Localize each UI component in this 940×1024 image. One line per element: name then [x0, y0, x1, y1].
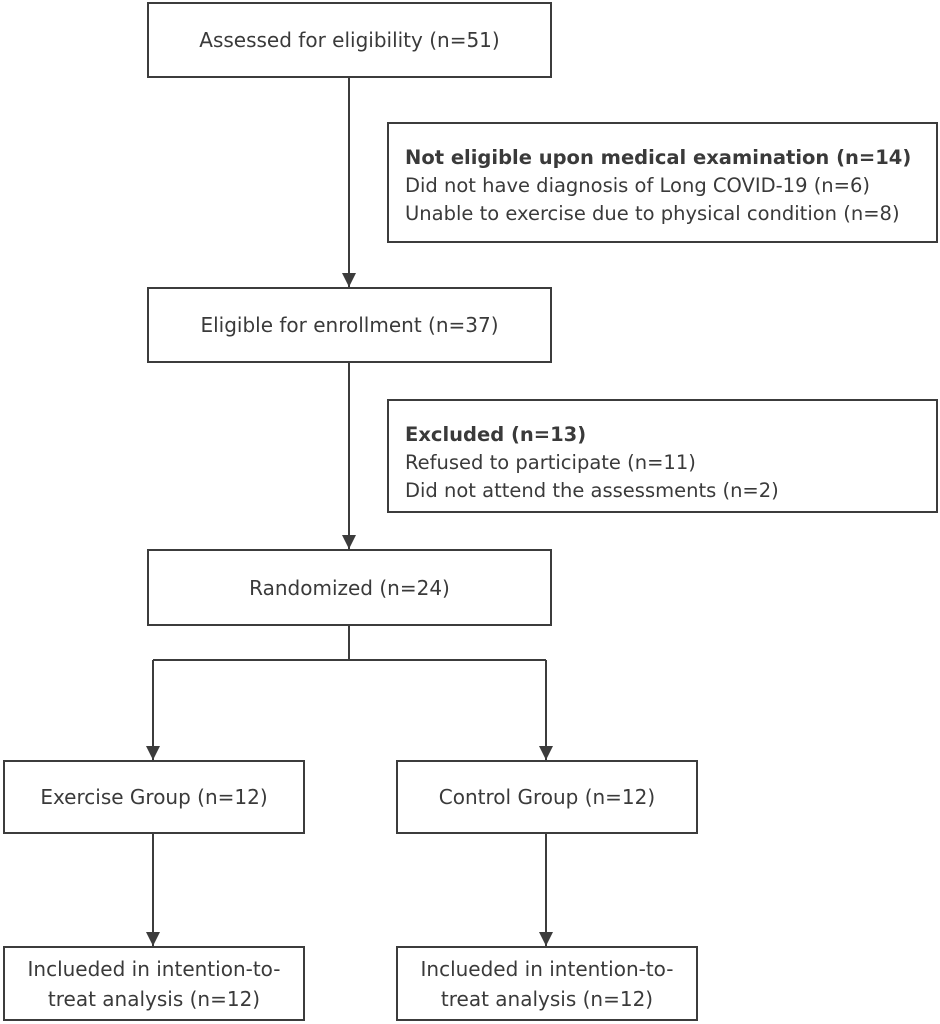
excluded-reason: Refused to participate (n=11): [405, 451, 696, 474]
not-eligible-reason: Unable to exercise due to physical condi…: [405, 202, 900, 225]
control-group-box: Control Group (n=12): [396, 760, 698, 834]
not-eligible-reason: Did not have diagnosis of Long COVID-19 …: [405, 174, 871, 197]
exercise-group-label: Exercise Group (n=12): [40, 785, 268, 809]
excluded-reason: Did not attend the assessments (n=2): [405, 479, 779, 502]
randomized-label: Randomized (n=24): [249, 575, 450, 600]
eligible-box: Eligible for enrollment (n=37): [147, 287, 552, 363]
split-connector: [153, 626, 546, 661]
randomized-box: Randomized (n=24): [147, 549, 552, 626]
control-group-label: Control Group (n=12): [438, 785, 656, 809]
assessed-label: Assessed for eligibility (n=51): [199, 28, 500, 52]
not-eligible-heading: Not eligible upon medical examination (n…: [405, 146, 912, 169]
exercise-group-box: Exercise Group (n=12): [3, 760, 305, 834]
eligible-label: Eligible for enrollment (n=37): [200, 313, 499, 337]
exercise-analysis-line: treat analysis (n=12): [47, 986, 261, 1011]
exercise-analysis-line: Inclueded in intention-to-: [27, 956, 281, 981]
exercise-analysis-box: Inclueded in intention-to- treat analysi…: [3, 946, 305, 1021]
excluded-heading: Excluded (n=13): [405, 423, 587, 446]
excluded-box: Excluded (n=13) Refused to participate (…: [387, 399, 938, 513]
assessed-box: Assessed for eligibility (n=51): [147, 2, 552, 78]
control-analysis-box: Inclueded in intention-to- treat analysi…: [396, 946, 698, 1021]
control-analysis-line: treat analysis (n=12): [440, 986, 654, 1011]
control-analysis-line: Inclueded in intention-to-: [420, 956, 674, 981]
not-eligible-box: Not eligible upon medical examination (n…: [387, 122, 938, 243]
